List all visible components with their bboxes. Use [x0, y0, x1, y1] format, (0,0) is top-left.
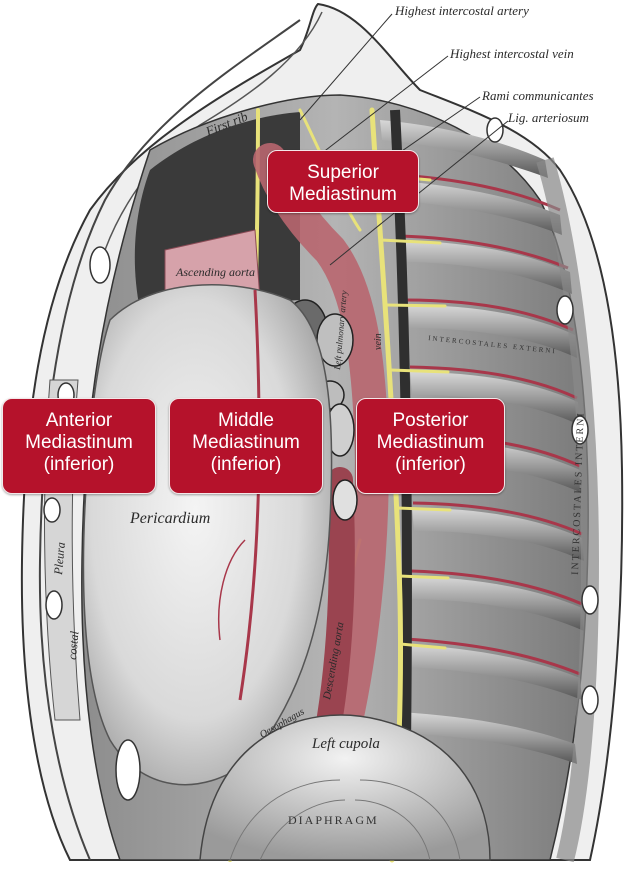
intercostal-membrane-strip: [536, 157, 600, 863]
annotation-pleura: Pleura: [51, 541, 68, 576]
middle-mediastinum-line2: Mediastinum: [192, 432, 300, 453]
annotation-vein: vein: [373, 333, 384, 350]
annotation-left-cupola: Left cupola: [311, 736, 380, 752]
diaphragm-fibres: [229, 779, 461, 861]
middle-mediastinum-line1: Middle: [218, 410, 274, 431]
middle-mediastinum-line3: (inferior): [210, 454, 282, 475]
middle-mediastinum-label: Middle Mediastinum (inferior): [169, 398, 323, 494]
diaphragm-dome: [199, 714, 491, 861]
superior-mediastinum-line2: Mediastinum: [289, 184, 397, 205]
posterior-mediastinum-line2: Mediastinum: [376, 432, 485, 453]
posterior-mediastinum-line1: Posterior: [392, 410, 469, 431]
posterior-mediastinum-label: Posterior Mediastinum (inferior): [356, 398, 505, 494]
annotation-costal: costal: [65, 630, 82, 660]
anterior-mediastinum-line1: Anterior: [45, 410, 113, 431]
left-rib-cross-sections: [43, 117, 599, 801]
anterior-mediastinum-label: Anterior Mediastinum (inferior): [2, 398, 156, 494]
annotation-pericardium: Pericardium: [129, 510, 210, 527]
superior-mediastinum-line1: Superior: [307, 162, 379, 183]
posterior-mediastinum-line3: (inferior): [395, 454, 466, 475]
pericardial-vessel: [217, 539, 246, 641]
annotation-highest-intercostal-artery: Highest intercostal artery: [394, 3, 529, 18]
aortic-arch: [253, 143, 390, 797]
annotation-diaphragm: DIAPHRAGM: [288, 813, 379, 827]
anterior-mediastinum-line2: Mediastinum: [25, 432, 133, 453]
anterior-mediastinum-line3: (inferior): [43, 454, 115, 475]
superior-mediastinum-label: Superior Mediastinum: [267, 150, 419, 213]
annotation-lig-arteriosum: Lig. arteriosum: [507, 110, 589, 125]
annotation-rami-communicantes: Rami communicantes: [481, 88, 594, 103]
annotation-ascending-aorta: Ascending aorta: [175, 265, 255, 279]
annotation-highest-intercostal-vein: Highest intercostal vein: [449, 46, 574, 61]
